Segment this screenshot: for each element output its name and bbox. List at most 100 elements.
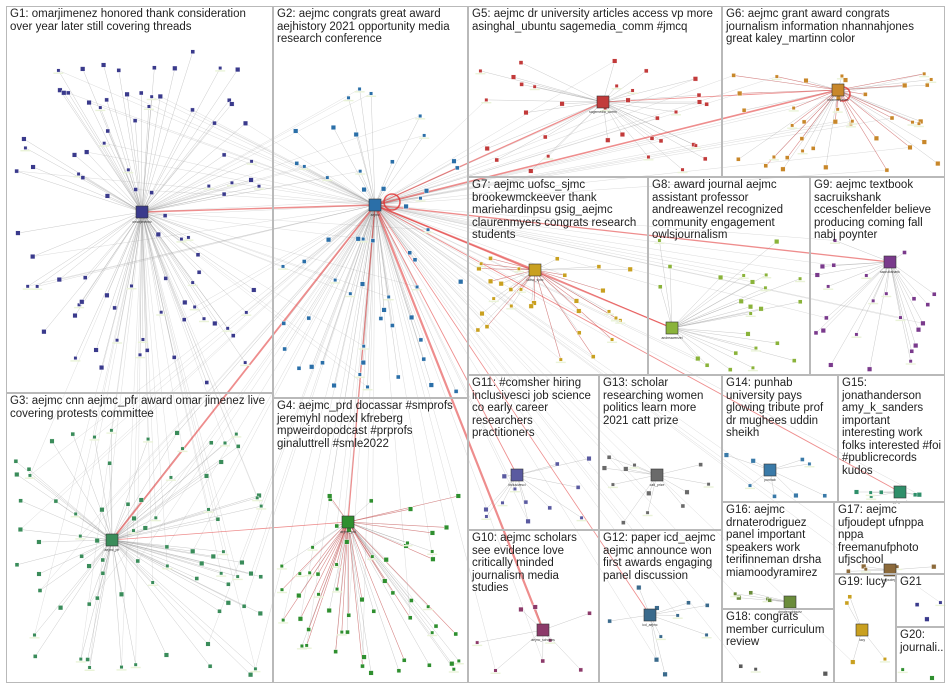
network-edge xyxy=(255,204,376,669)
network-edge xyxy=(347,521,365,658)
network-edge xyxy=(141,211,168,566)
network-node xyxy=(152,65,157,70)
network-edge xyxy=(333,204,376,386)
network-node xyxy=(361,344,366,349)
network-edge xyxy=(318,521,349,595)
network-edge xyxy=(111,539,229,603)
network-edge xyxy=(295,130,376,206)
network-node xyxy=(433,623,439,629)
network-edge xyxy=(32,204,376,257)
network-edge xyxy=(298,204,376,369)
network-edge xyxy=(656,474,709,485)
strong-edge xyxy=(347,521,350,616)
network-node xyxy=(109,428,114,433)
network-node xyxy=(306,315,311,321)
network-edge xyxy=(649,602,689,616)
network-node xyxy=(424,188,430,194)
network-node xyxy=(774,74,779,79)
node-label-tag xyxy=(730,595,741,598)
network-node xyxy=(66,90,71,96)
network-node xyxy=(371,609,376,614)
node-label-tag xyxy=(254,188,264,190)
network-node xyxy=(253,666,258,671)
network-edge xyxy=(141,96,161,213)
network-node xyxy=(56,277,62,283)
network-edge xyxy=(111,477,172,541)
network-node xyxy=(692,76,698,82)
network-node xyxy=(326,237,332,243)
node-label-tag xyxy=(771,78,782,81)
network-edge xyxy=(889,261,912,352)
network-node xyxy=(234,432,239,436)
network-node xyxy=(623,466,629,472)
network-node xyxy=(339,630,344,635)
strong-edge xyxy=(374,204,518,476)
network-node xyxy=(344,539,350,545)
node-label-tag xyxy=(490,672,501,674)
hub-node xyxy=(368,198,382,212)
node-label-tag xyxy=(256,508,267,510)
network-node xyxy=(70,431,76,437)
network-edge xyxy=(141,161,252,213)
network-edge xyxy=(513,76,604,103)
network-node xyxy=(925,302,930,307)
node-label-tag xyxy=(919,75,930,78)
network-node xyxy=(242,120,248,126)
network-node xyxy=(86,563,92,569)
node-label-tag xyxy=(604,313,614,315)
network-edge xyxy=(111,539,251,675)
network-edge xyxy=(495,629,544,671)
network-edge xyxy=(534,86,604,103)
network-node xyxy=(281,618,286,623)
network-edge xyxy=(336,204,376,527)
network-node xyxy=(381,186,387,192)
network-node xyxy=(822,493,827,498)
network-node xyxy=(649,136,655,141)
network-node xyxy=(369,91,373,96)
network-edge xyxy=(374,204,535,304)
network-node xyxy=(748,304,754,310)
network-node xyxy=(335,587,339,592)
network-edge xyxy=(374,204,516,489)
network-edge xyxy=(374,204,678,616)
network-edge xyxy=(58,70,376,206)
network-node xyxy=(346,613,351,618)
node-label-tag xyxy=(278,622,289,624)
node-label-tag xyxy=(231,436,242,438)
node-label-tag xyxy=(89,439,100,441)
network-edge xyxy=(126,94,143,213)
network-edge xyxy=(374,204,827,319)
network-edge xyxy=(111,539,220,612)
node-label-tag xyxy=(53,72,64,74)
network-node xyxy=(607,618,612,624)
network-edge xyxy=(141,211,256,669)
network-edge xyxy=(281,521,349,567)
group-box-g6: G6: aejmc grant award congrats journalis… xyxy=(722,6,945,177)
network-edge xyxy=(311,204,376,367)
network-edge xyxy=(86,151,143,213)
network-node xyxy=(625,97,631,103)
network-edge xyxy=(782,89,839,170)
network-edge xyxy=(562,101,604,104)
network-node xyxy=(850,119,855,124)
network-node xyxy=(798,299,803,304)
strong-edge xyxy=(347,521,411,618)
network-node xyxy=(748,311,753,316)
network-edge xyxy=(106,99,143,213)
network-edge xyxy=(141,211,247,313)
network-node xyxy=(511,74,517,80)
network-edge xyxy=(520,62,604,103)
network-edge xyxy=(38,539,113,575)
network-edge xyxy=(104,143,376,206)
network-node xyxy=(498,281,504,287)
network-edge xyxy=(141,211,148,351)
node-label-tag xyxy=(615,322,626,324)
network-node xyxy=(138,90,144,96)
network-edge xyxy=(81,211,143,302)
network-edge xyxy=(726,454,771,471)
network-edge xyxy=(85,211,143,278)
strong-edge xyxy=(309,521,349,573)
network-node xyxy=(658,284,663,289)
node-label-tag xyxy=(99,145,110,147)
network-node xyxy=(79,299,85,305)
